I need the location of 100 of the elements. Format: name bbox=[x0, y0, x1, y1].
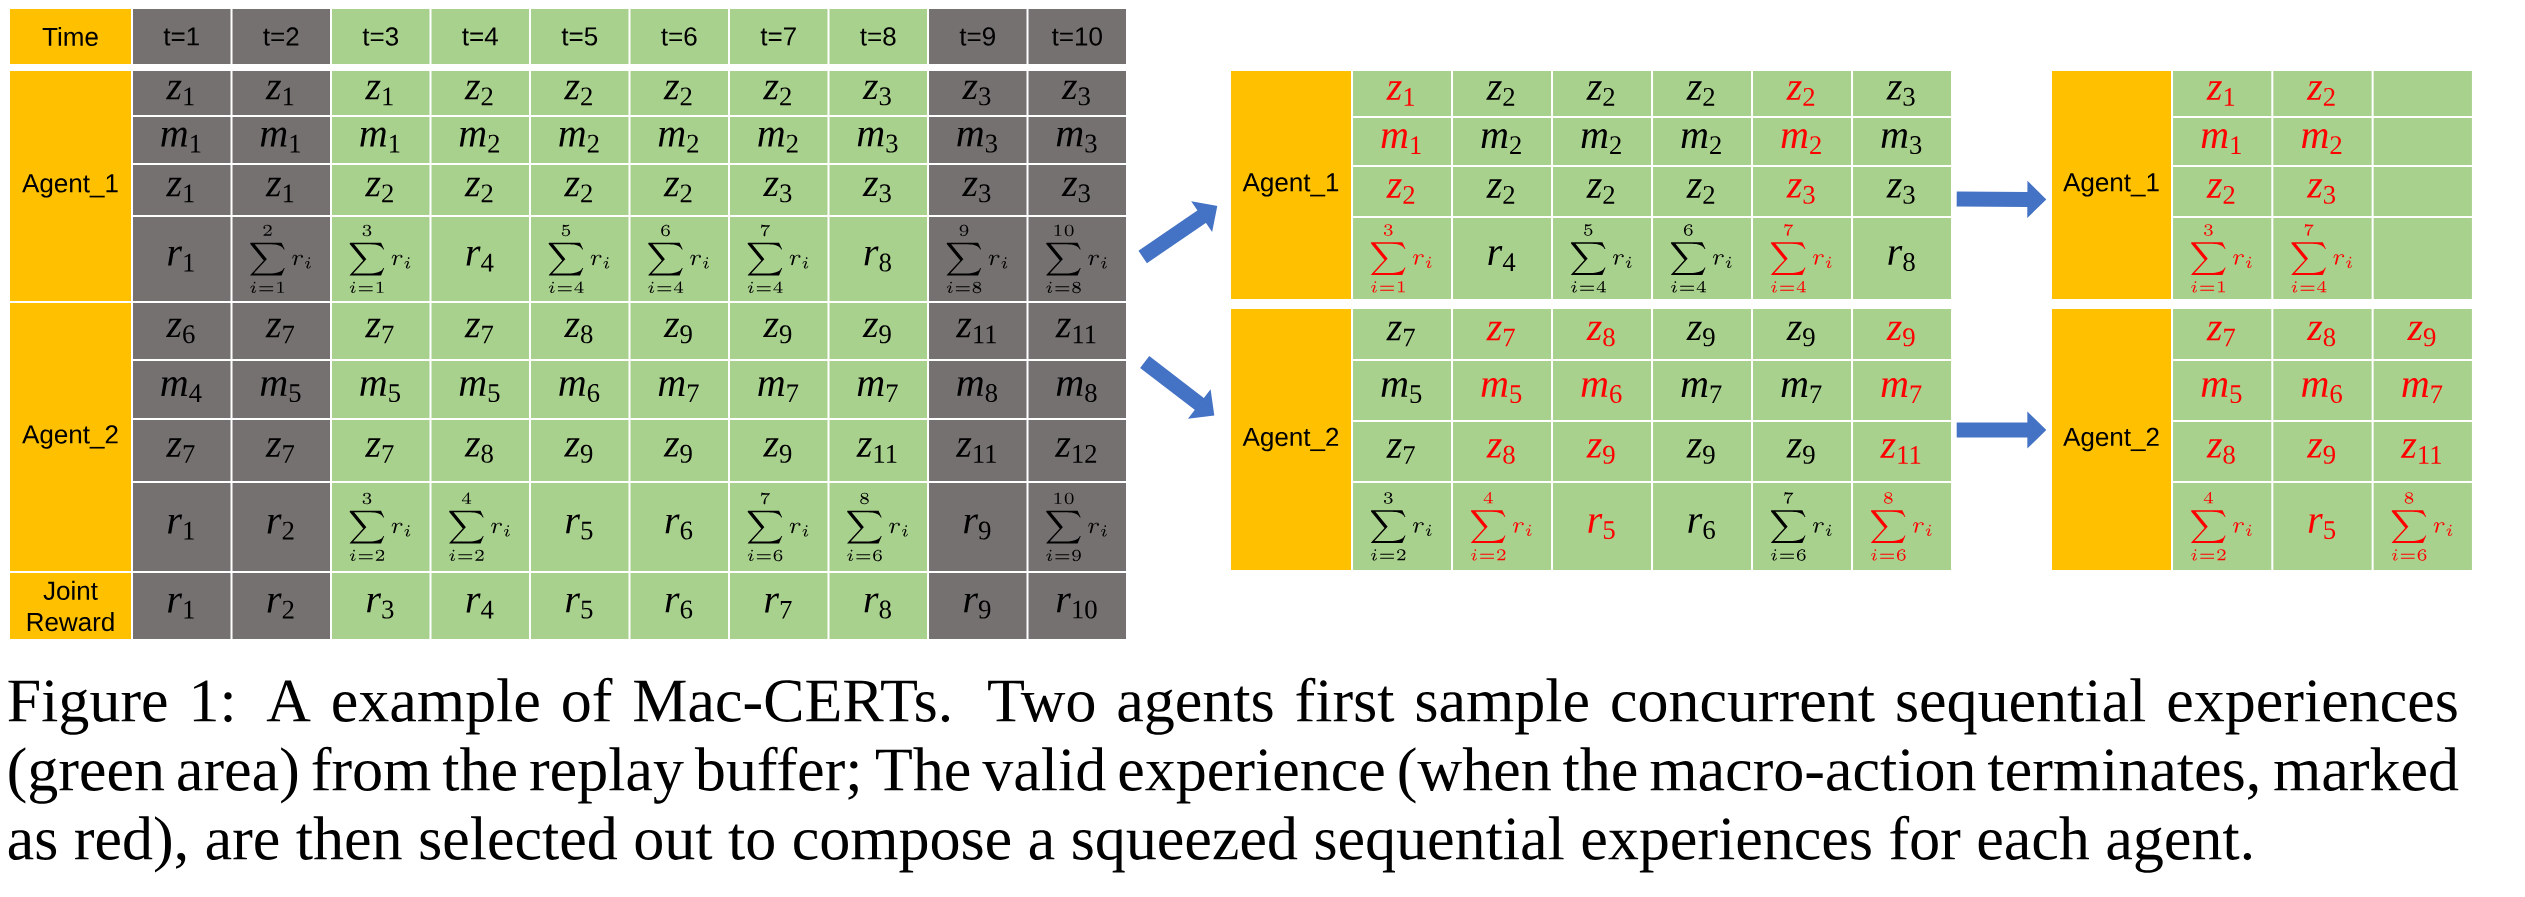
table-cell: z$_{11}$ bbox=[1853, 422, 1952, 481]
table-cell: $\sum_{i=1}^{3} r_i$ bbox=[2173, 218, 2272, 299]
table-cell: $\sum_{i=1}^{3} r_i$ bbox=[1353, 218, 1451, 299]
table-cell: m$_{8}$ bbox=[1028, 361, 1126, 418]
table-cell: $\sum_{i=4}^{5} r_i$ bbox=[531, 217, 629, 301]
column-header: Time bbox=[10, 9, 131, 64]
table-cell: z$_{2}$ bbox=[2173, 167, 2272, 216]
table-cell: z$_{7}$ bbox=[133, 420, 231, 481]
table-cell: $\sum_{i=2}^{4} r_i$ bbox=[2173, 483, 2272, 570]
table-cell: z$_{2}$ bbox=[1553, 71, 1651, 116]
column-header: t=9 bbox=[929, 9, 1027, 64]
table-cell: r$_{2}$ bbox=[232, 573, 330, 639]
table-cell: z$_{1}$ bbox=[133, 165, 231, 215]
table-cell: $\sum_{i=4}^{7} r_i$ bbox=[1753, 218, 1852, 299]
table-cell: m$_{6}$ bbox=[1553, 361, 1651, 420]
table-cell: z$_{7}$ bbox=[332, 420, 430, 481]
row-header: Agent_1 bbox=[10, 71, 131, 301]
table-cell: z$_{2}$ bbox=[332, 165, 430, 215]
table-cell: r$_{8}$ bbox=[829, 217, 927, 301]
table-cell: r$_{1}$ bbox=[133, 573, 231, 639]
table-cell: r$_{5}$ bbox=[531, 573, 629, 639]
table-cell: $\sum_{i=2}^{4} r_i$ bbox=[431, 483, 529, 571]
table-cell: z$_{8}$ bbox=[2273, 309, 2372, 359]
table-cell: z$_{2}$ bbox=[431, 71, 529, 115]
table-cell: $\sum_{i=4}^{7} r_i$ bbox=[730, 217, 828, 301]
table-cell: z$_{3}$ bbox=[1853, 71, 1952, 116]
column-header: t=5 bbox=[531, 9, 629, 64]
table-cell: z$_{11}$ bbox=[929, 420, 1027, 481]
table-cell: z$_{9}$ bbox=[630, 303, 728, 359]
table-cell: z$_{3}$ bbox=[1853, 167, 1952, 216]
table-cell: $\sum_{i=1}^{2} r_i$ bbox=[232, 217, 330, 301]
table-cell: z$_{2}$ bbox=[730, 71, 828, 115]
table-cell: r$_{1}$ bbox=[133, 217, 231, 301]
table-cell: m$_{3}$ bbox=[829, 117, 927, 163]
table-cell: z$_{7}$ bbox=[232, 420, 330, 481]
table-cell: $\sum_{i=2}^{3} r_i$ bbox=[1353, 483, 1451, 570]
column-header: t=8 bbox=[829, 9, 927, 64]
table-cell: m$_{1}$ bbox=[2173, 118, 2272, 165]
table-cell: z$_{9}$ bbox=[730, 420, 828, 481]
table-cell: r$_{3}$ bbox=[332, 573, 430, 639]
table-cell: $\sum_{i=6}^{8} r_i$ bbox=[1853, 483, 1952, 570]
table-cell: z$_{2}$ bbox=[431, 165, 529, 215]
table-cell: r$_{5}$ bbox=[531, 483, 629, 571]
row-header: Agent_2 bbox=[10, 303, 131, 571]
table-cell: m$_{5}$ bbox=[431, 361, 529, 418]
table-cell: r$_{10}$ bbox=[1028, 573, 1126, 639]
table-cell: r$_{7}$ bbox=[730, 573, 828, 639]
table-cell: z$_{9}$ bbox=[1653, 422, 1751, 481]
table-cell: r$_{9}$ bbox=[929, 573, 1027, 639]
table-cell: m$_{2}$ bbox=[2273, 118, 2372, 165]
column-header: t=10 bbox=[1028, 9, 1126, 64]
table-cell: z$_{7}$ bbox=[232, 303, 330, 359]
table-cell: $\sum_{i=2}^{4} r_i$ bbox=[1453, 483, 1551, 570]
table-cell: m$_{1}$ bbox=[332, 117, 430, 163]
column-header: t=4 bbox=[431, 9, 529, 64]
table-cell: m$_{2}$ bbox=[730, 117, 828, 163]
table-cell: m$_{7}$ bbox=[1753, 361, 1852, 420]
table-cell: z$_{6}$ bbox=[133, 303, 231, 359]
table-cell: m$_{4}$ bbox=[133, 361, 231, 418]
row-header: Agent_2 bbox=[2052, 309, 2172, 570]
column-header: t=3 bbox=[332, 9, 430, 64]
table-cell: z$_{1}$ bbox=[2173, 71, 2272, 116]
table-cell: m$_{8}$ bbox=[929, 361, 1027, 418]
table-cell: z$_{2}$ bbox=[1653, 167, 1751, 216]
table-cell: z$_{9}$ bbox=[730, 303, 828, 359]
table-cell: z$_{3}$ bbox=[2273, 167, 2372, 216]
table-cell: z$_{2}$ bbox=[630, 71, 728, 115]
table-cell: z$_{1}$ bbox=[133, 71, 231, 115]
table-cell: z$_{9}$ bbox=[630, 420, 728, 481]
table-cell: $\sum_{i=4}^{7} r_i$ bbox=[2273, 218, 2372, 299]
table-cell: z$_{3}$ bbox=[730, 165, 828, 215]
column-header: t=2 bbox=[232, 9, 330, 64]
table-cell: m$_{5}$ bbox=[332, 361, 430, 418]
table-cell: $\sum_{i=8}^{10} r_i$ bbox=[1028, 217, 1126, 301]
table-cell: r$_{9}$ bbox=[929, 483, 1027, 571]
table-cell: m$_{6}$ bbox=[2273, 361, 2372, 420]
table-cell: m$_{7}$ bbox=[2373, 361, 2472, 420]
table-cell: z$_{11}$ bbox=[2373, 422, 2472, 481]
table-cell: z$_{3}$ bbox=[1028, 71, 1126, 115]
table-cell: z$_{2}$ bbox=[531, 71, 629, 115]
table-cell: m$_{6}$ bbox=[531, 361, 629, 418]
table-cell: z$_{3}$ bbox=[829, 165, 927, 215]
table-cell: z$_{7}$ bbox=[1353, 422, 1451, 481]
table-cell: m$_{1}$ bbox=[232, 117, 330, 163]
table-cell: m$_{5}$ bbox=[1353, 361, 1451, 420]
table-cell: m$_{5}$ bbox=[1453, 361, 1551, 420]
table-cell: m$_{1}$ bbox=[1353, 118, 1451, 165]
table-cell: z$_{2}$ bbox=[531, 165, 629, 215]
table-cell: m$_{2}$ bbox=[431, 117, 529, 163]
table-cell: $\sum_{i=9}^{10} r_i$ bbox=[1028, 483, 1126, 571]
table-cell: z$_{2}$ bbox=[1453, 71, 1551, 116]
table-cell: m$_{2}$ bbox=[1553, 118, 1651, 165]
column-header: t=6 bbox=[630, 9, 728, 64]
table-cell: z$_{9}$ bbox=[2373, 309, 2472, 359]
row-header: Agent_1 bbox=[1231, 71, 1351, 299]
table-cell: z$_{2}$ bbox=[1353, 167, 1451, 216]
table-cell: m$_{2}$ bbox=[630, 117, 728, 163]
table-cell: m$_{3}$ bbox=[1853, 118, 1952, 165]
table-cell: z$_{9}$ bbox=[2273, 422, 2372, 481]
table-cell: $\sum_{i=4}^{5} r_i$ bbox=[1553, 218, 1651, 299]
